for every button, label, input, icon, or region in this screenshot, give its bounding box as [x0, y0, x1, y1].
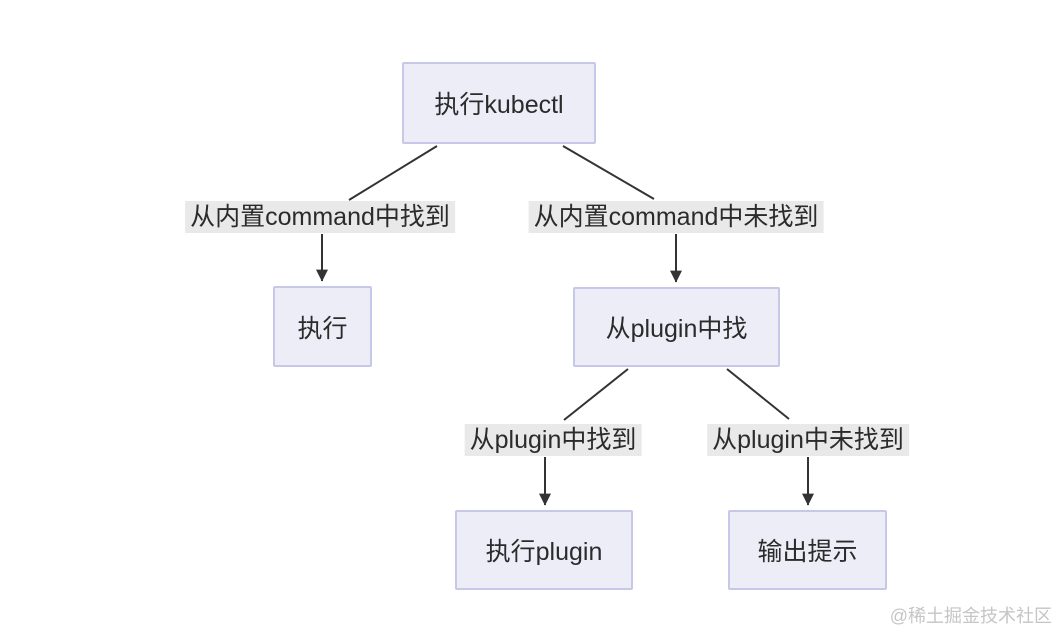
- edge-root-to-builtin-found: [348, 145, 438, 201]
- edge-label-builtin-command-found: 从内置command中找到: [185, 201, 455, 233]
- node-execute: 执行: [273, 286, 372, 367]
- watermark-juejin-community: @稀土掘金技术社区: [889, 606, 1052, 626]
- edge-plugin-search-to-plugin-not-found: [726, 368, 790, 420]
- edge-plugin-search-to-plugin-found: [563, 368, 629, 421]
- edge-label-plugin-not-found: 从plugin中未找到: [707, 424, 909, 456]
- node-execute-kubectl: 执行kubectl: [402, 62, 596, 144]
- node-search-in-plugin: 从plugin中找: [573, 287, 780, 367]
- edge-root-to-builtin-not-found: [562, 145, 655, 200]
- node-execute-plugin: 执行plugin: [455, 510, 633, 590]
- edge-label-builtin-command-not-found: 从内置command中未找到: [528, 201, 824, 233]
- node-output-hint: 输出提示: [728, 510, 887, 590]
- edge-label-plugin-found: 从plugin中找到: [464, 424, 642, 456]
